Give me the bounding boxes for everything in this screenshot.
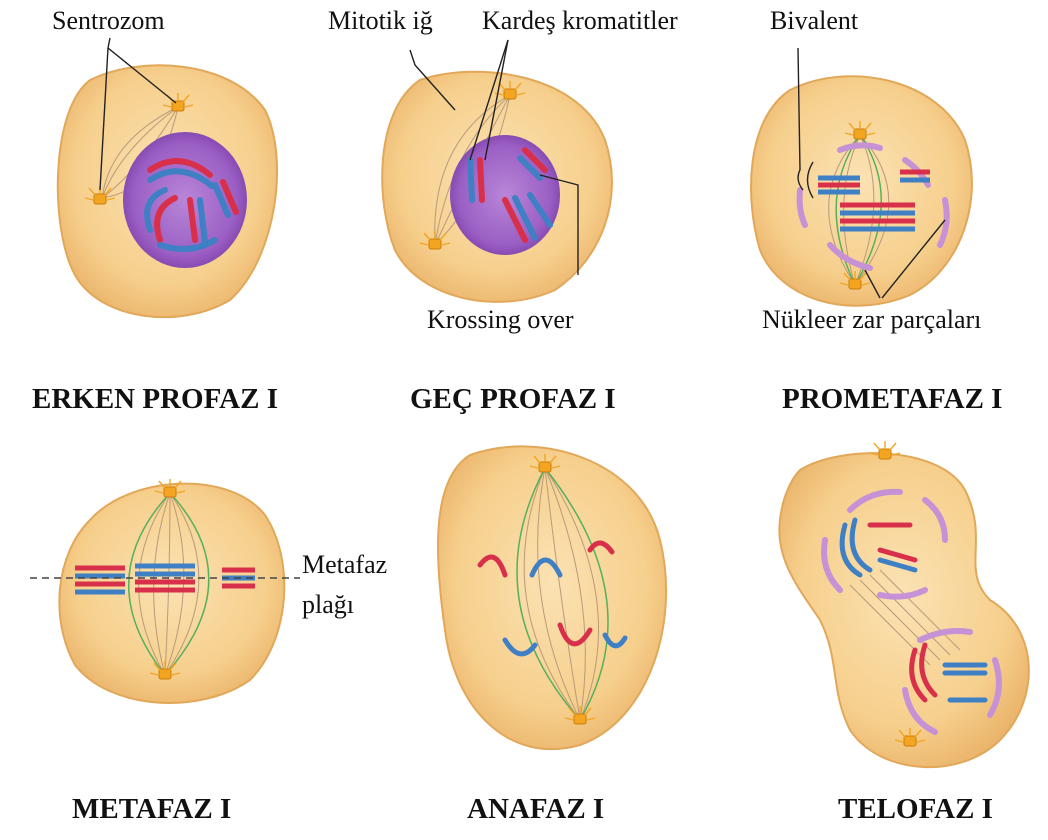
phase-title-metafaz: METAFAZ I: [72, 795, 231, 824]
cell-membrane: [751, 76, 972, 306]
cell-prometaphase: [751, 76, 972, 306]
cell-anaphase: [438, 446, 666, 749]
nucleus: [450, 135, 560, 255]
label-kardes-kromatitler: Kardeş kromatitler: [482, 8, 678, 34]
label-mitotik-ig: Mitotik iğ: [328, 8, 433, 34]
phase-title-anafaz: ANAFAZ I: [467, 795, 604, 824]
label-metafaz-plagi-line2: plağı: [302, 592, 354, 618]
phase-title-gec-profaz: GEÇ PROFAZ I: [410, 385, 616, 414]
phase-title-prometafaz: PROMETAFAZ I: [782, 385, 1002, 414]
cell-early-prophase: [58, 65, 277, 317]
cell-telophase: [779, 441, 1029, 767]
phase-title-telofaz: TELOFAZ I: [838, 795, 993, 824]
phase-title-erken-profaz: ERKEN PROFAZ I: [32, 385, 278, 414]
label-bivalent: Bivalent: [770, 8, 858, 34]
label-sentrozom: Sentrozom: [52, 8, 165, 34]
cell-membrane: [438, 446, 666, 749]
label-metafaz-plagi-line1: Metafaz: [302, 552, 387, 578]
cell-membrane: [779, 453, 1029, 767]
label-krossing-over: Krossing over: [427, 307, 574, 333]
cell-metaphase: [30, 479, 300, 703]
label-nukleer-zar: Nükleer zar parçaları: [762, 307, 981, 333]
